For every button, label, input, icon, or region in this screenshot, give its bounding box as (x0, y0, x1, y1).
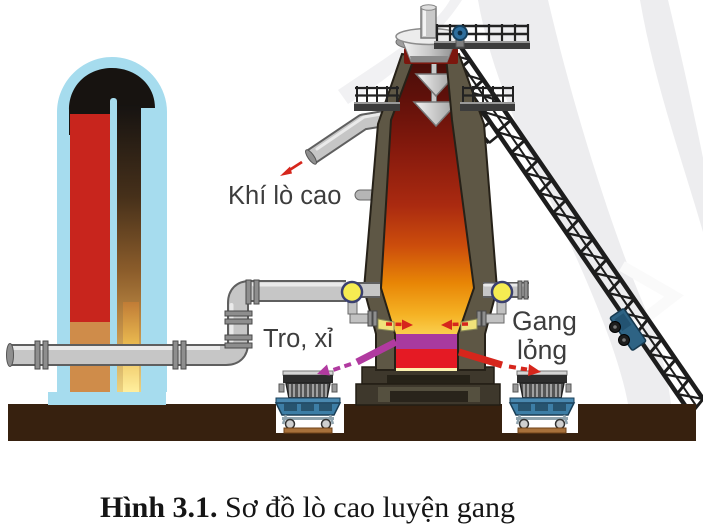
hot-blast-stove (48, 57, 167, 405)
gas-uptake-pipe (420, 4, 437, 39)
slag-car (274, 370, 342, 434)
top-pulley (452, 25, 468, 48)
furnace-foundation (355, 366, 501, 406)
gas-arrow (280, 160, 303, 176)
tuyere-nozzle (460, 318, 478, 332)
slag-layer (395, 334, 458, 349)
stove-hot-column (70, 114, 110, 322)
tuyere-right (441, 280, 529, 332)
label-iron-line2: lỏng (517, 335, 567, 365)
stove-pedestal (48, 392, 166, 405)
iron-arrow (457, 348, 541, 376)
tuyere-port (340, 280, 364, 304)
lower-bell (412, 101, 460, 128)
stove-separator-wall (110, 98, 117, 392)
skip-car (609, 308, 647, 351)
hot-blast-pipe (6, 279, 346, 370)
blast-arrow-left (385, 319, 413, 330)
caption-title: Sơ đồ lò cao luyện gang (218, 491, 515, 524)
label-iron-line1: Gang (512, 306, 577, 336)
car-wheel (320, 418, 332, 430)
tuyere-port (490, 280, 514, 304)
label-gas: Khí lò cao (228, 182, 341, 210)
car-wheel (284, 418, 296, 430)
upper-bell (414, 73, 458, 98)
pipe-end-cap (6, 343, 14, 367)
track-pad (283, 427, 333, 434)
car-wheel (518, 418, 530, 430)
skip-hoist (424, 38, 703, 416)
charging-bells (412, 43, 460, 128)
figure-caption: Hình 3.1. Sơ đồ lò cao luyện gang (100, 491, 515, 524)
platform-left (354, 86, 400, 111)
track-pad (517, 427, 567, 434)
molten-iron-layer (395, 349, 458, 368)
slag-arrow (317, 338, 398, 376)
label-slag: Tro, xỉ (263, 325, 333, 353)
platform-right (460, 86, 515, 111)
furnace-interior (381, 58, 474, 371)
tuyere-left (340, 280, 413, 332)
car-wheel (554, 418, 566, 430)
iron-ladle-car (508, 370, 576, 434)
caption-number: Hình 3.1. (100, 491, 218, 524)
blast-arrow-right (441, 319, 469, 330)
ground (8, 404, 696, 441)
